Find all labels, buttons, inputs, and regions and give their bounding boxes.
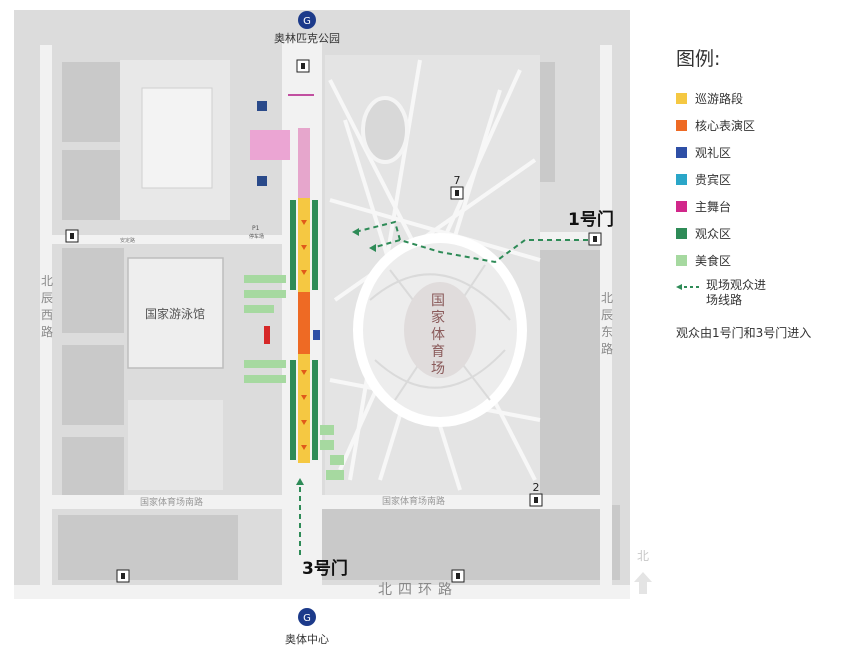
spectator-zones xyxy=(290,200,318,460)
legend-swatch xyxy=(676,147,687,158)
national-stadium-field xyxy=(404,282,476,378)
route-arrowheads xyxy=(296,228,376,485)
gate-icon xyxy=(65,59,602,583)
svg-text:北: 北 xyxy=(601,291,613,305)
building-north xyxy=(141,87,213,189)
svg-text:路: 路 xyxy=(41,324,53,339)
legend: 图例: 巡游路段核心表演区观礼区贵宾区主舞台观众区美食区 现场观众进场线路 观众… xyxy=(676,44,846,341)
subway-station-icon-south: G xyxy=(298,608,316,626)
legend-item-label: 贵宾区 xyxy=(695,173,732,187)
national-stadium-label-2: 家 xyxy=(431,309,445,326)
legend-swatch xyxy=(676,255,687,266)
gate-7-number: 7 xyxy=(454,174,461,187)
svg-text:东: 东 xyxy=(601,325,613,339)
stage-marker xyxy=(264,326,270,344)
anding-road-label: 安定路 xyxy=(120,237,135,244)
legend-item-label: 观众区 xyxy=(695,227,732,241)
north-fourth-ring-road-label: 北四环路 xyxy=(378,582,458,598)
legend-item: 贵宾区 xyxy=(676,166,846,193)
warm-up-track xyxy=(361,96,409,164)
stadium-south-road-label-east: 国家体育场南路 xyxy=(382,495,445,507)
national-stadium-label-1: 国 xyxy=(431,293,445,309)
gate-2-number: 2 xyxy=(533,481,540,494)
national-stadium-label-4: 育 xyxy=(431,344,445,360)
svg-text:辰: 辰 xyxy=(601,308,613,322)
main-stage-zone xyxy=(298,128,310,198)
legend-item-label: 巡游路段 xyxy=(695,92,744,106)
legend-item-label: 观礼区 xyxy=(695,146,732,160)
legend-item: 核心表演区 xyxy=(676,112,846,139)
legend-item: 美食区 xyxy=(676,247,846,274)
aquatics-center-label: 国家游泳馆 xyxy=(145,306,205,321)
stadium-south-road-label: 国家体育场南路 xyxy=(140,496,203,508)
national-stadium-label-5: 场 xyxy=(431,361,445,377)
legend-item: 主舞台 xyxy=(676,193,846,220)
legend-item-label: 美食区 xyxy=(695,254,732,268)
legend-item-label: 核心表演区 xyxy=(695,119,756,133)
legend-items: 巡游路段核心表演区观礼区贵宾区主舞台观众区美食区 xyxy=(676,85,846,274)
legend-item: 巡游路段 xyxy=(676,85,846,112)
legend-swatch xyxy=(676,120,687,131)
legend-item: 观众区 xyxy=(676,220,846,247)
core-performance-zone xyxy=(298,292,310,354)
south-station-name: 奥体中心 xyxy=(285,632,329,646)
viewing-zone xyxy=(313,330,320,340)
legend-swatch xyxy=(676,201,687,212)
svg-text:G: G xyxy=(303,613,311,624)
svg-text:辰: 辰 xyxy=(41,291,53,305)
route-dash-icon xyxy=(676,284,700,290)
restroom-icon xyxy=(257,101,267,186)
gate-3-label: 3号门 xyxy=(302,558,348,579)
aquatics-center-building xyxy=(127,257,224,369)
legend-item-label: 主舞台 xyxy=(695,200,732,214)
national-stadium-label-3: 体 xyxy=(431,327,445,343)
gate-1-label: 1号门 xyxy=(568,209,614,230)
parking-p1: P1 xyxy=(252,225,260,232)
parade-arrows xyxy=(301,220,307,450)
svg-text:西: 西 xyxy=(41,308,53,322)
svg-text:路: 路 xyxy=(601,341,613,356)
subway-station-icon-north: G xyxy=(298,11,316,29)
svg-text:北: 北 xyxy=(637,549,649,563)
main-stage-line xyxy=(288,94,314,96)
parking-label: 停车场 xyxy=(249,233,264,240)
legend-swatch xyxy=(676,174,687,185)
legend-title: 图例: xyxy=(676,48,721,70)
north-compass-icon: 北 xyxy=(634,549,652,594)
legend-item: 观礼区 xyxy=(676,139,846,166)
legend-swatch xyxy=(676,93,687,104)
svg-text:北: 北 xyxy=(41,274,53,288)
main-stage-area xyxy=(250,130,290,160)
north-station-name: 奥林匹克公园 xyxy=(274,31,340,45)
legend-swatch xyxy=(676,228,687,239)
spectator-entry-route xyxy=(299,220,588,555)
legend-route-label: 现场观众进场线路 xyxy=(706,278,767,307)
legend-note: 观众由1号门和3号门进入 xyxy=(676,326,812,340)
stadium-area: 国 家 体 育 场 xyxy=(325,55,541,495)
building-south-block xyxy=(128,400,223,490)
food-zones xyxy=(244,275,344,480)
svg-text:G: G xyxy=(303,16,311,27)
legend-route-item: 现场观众进场线路 xyxy=(676,278,846,308)
